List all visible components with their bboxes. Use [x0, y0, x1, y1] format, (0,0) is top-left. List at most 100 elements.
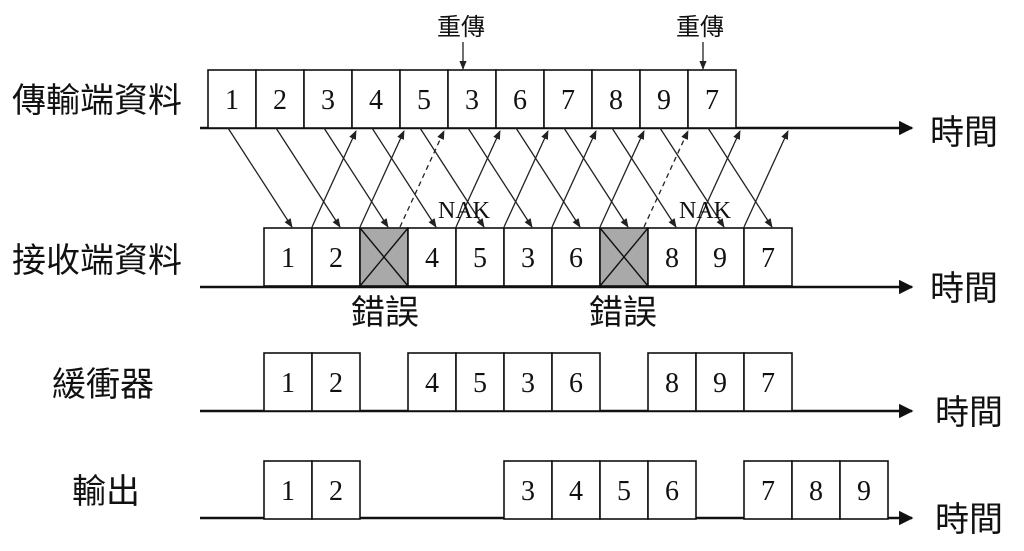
cell-box — [407, 352, 457, 412]
output-cell-3-1: 7 — [743, 460, 793, 520]
buffer-cell-2-1: 4 — [407, 352, 457, 412]
cell-number: 9 — [657, 85, 671, 116]
sender-cell-5: 5 — [399, 69, 449, 129]
cell-box — [263, 460, 313, 520]
cell-number: 9 — [713, 243, 727, 274]
cell-number: 1 — [281, 476, 295, 507]
ack-arrow-2 — [359, 130, 405, 228]
cell-number: 3 — [521, 243, 535, 274]
cell-number: 2 — [329, 476, 343, 507]
cell-box — [311, 352, 361, 412]
receiver-time-label: 時間 — [930, 269, 998, 309]
sender-cell-1: 1 — [207, 69, 257, 129]
sender-cell-11: 7 — [687, 69, 737, 129]
cell-number: 8 — [665, 243, 679, 274]
ack-arrow-10 — [743, 130, 789, 228]
nak-label-2: NAK — [679, 198, 732, 224]
nak-label-1: NAK — [438, 198, 491, 224]
cell-number: 5 — [617, 476, 631, 507]
cell-number: 6 — [665, 476, 679, 507]
output-cell-3-3: 9 — [839, 460, 889, 520]
output-cell-2-2: 4 — [551, 460, 601, 520]
output-cell-3-2: 8 — [791, 460, 841, 520]
sender-cell-2: 2 — [255, 69, 305, 129]
cell-number: 1 — [281, 243, 295, 274]
cell-box — [263, 227, 313, 287]
buffer-cell-3-2: 9 — [695, 352, 745, 412]
receiver-cell-2: 2 — [311, 227, 361, 287]
sender-cell-4: 4 — [351, 69, 401, 129]
sender-time-label: 時間 — [930, 113, 998, 153]
output-cell-1-2: 2 — [311, 460, 361, 520]
cell-box — [687, 69, 737, 129]
buffer-cell-3-3: 7 — [743, 352, 793, 412]
error-label-2: 錯誤 — [589, 293, 657, 333]
cell-box — [311, 227, 361, 287]
buffer-cell-3-1: 8 — [647, 352, 697, 412]
receiver-cell-9: 8 — [647, 227, 697, 287]
cell-number: 3 — [521, 368, 535, 399]
sender-cell-7: 6 — [495, 69, 545, 129]
cell-box — [503, 227, 553, 287]
output-cell-2-3: 5 — [599, 460, 649, 520]
cell-number: 6 — [569, 368, 583, 399]
cell-number: 8 — [665, 368, 679, 399]
sender-cell-3: 3 — [303, 69, 353, 129]
output-cell-1-1: 1 — [263, 460, 313, 520]
output-row-label: 輸出 — [72, 472, 140, 512]
receiver-cell-5: 5 — [455, 227, 505, 287]
cell-box — [647, 227, 697, 287]
cell-box — [207, 69, 257, 129]
cell-number: 6 — [569, 243, 583, 274]
cell-number: 4 — [569, 476, 583, 507]
cell-box — [551, 227, 601, 287]
cell-box — [647, 352, 697, 412]
cell-box — [839, 460, 889, 520]
cell-number: 7 — [761, 368, 775, 399]
buffer-cell-1-2: 2 — [311, 352, 361, 412]
cell-number: 4 — [425, 243, 439, 274]
receiver-cell-11: 7 — [743, 227, 793, 287]
output-cell-2-4: 6 — [647, 460, 697, 520]
receiver-cell-1: 1 — [263, 227, 313, 287]
cell-box — [743, 352, 793, 412]
cell-box — [263, 352, 313, 412]
cell-number: 7 — [761, 243, 775, 274]
cell-box — [791, 460, 841, 520]
sender-cell-6: 3 — [447, 69, 497, 129]
data-arrow-10 — [659, 127, 725, 228]
receiver-cell-7: 6 — [551, 227, 601, 287]
ack-arrow-9 — [695, 130, 741, 228]
cell-number: 7 — [705, 85, 719, 116]
ack-arrow-1 — [311, 130, 357, 228]
buffer-time-label: 時間 — [935, 393, 1003, 433]
retransmit-label-2: 重傳 — [676, 13, 724, 41]
cell-box — [407, 227, 457, 287]
cell-box — [551, 460, 601, 520]
receiver-cell-4: 4 — [407, 227, 457, 287]
sender-row-label: 傳輸端資料 — [12, 81, 182, 121]
cell-number: 2 — [273, 85, 287, 116]
sender-cell-10: 9 — [639, 69, 689, 129]
cell-box — [351, 69, 401, 129]
cell-number: 7 — [761, 476, 775, 507]
cell-box — [447, 69, 497, 129]
cell-number: 3 — [321, 85, 335, 116]
cell-number: 7 — [561, 85, 575, 116]
cell-box — [591, 69, 641, 129]
data-arrow-9 — [611, 127, 677, 228]
sender-cell-9: 8 — [591, 69, 641, 129]
data-arrow-6 — [467, 127, 533, 228]
data-arrow-7 — [515, 127, 581, 228]
buffer-cell-2-3: 3 — [503, 352, 553, 412]
data-arrow-8 — [563, 127, 629, 228]
buffer-cell-2-4: 6 — [551, 352, 601, 412]
cell-number: 8 — [609, 85, 623, 116]
buffer-cell-1-1: 1 — [263, 352, 313, 412]
ack-arrow-5 — [503, 130, 549, 228]
